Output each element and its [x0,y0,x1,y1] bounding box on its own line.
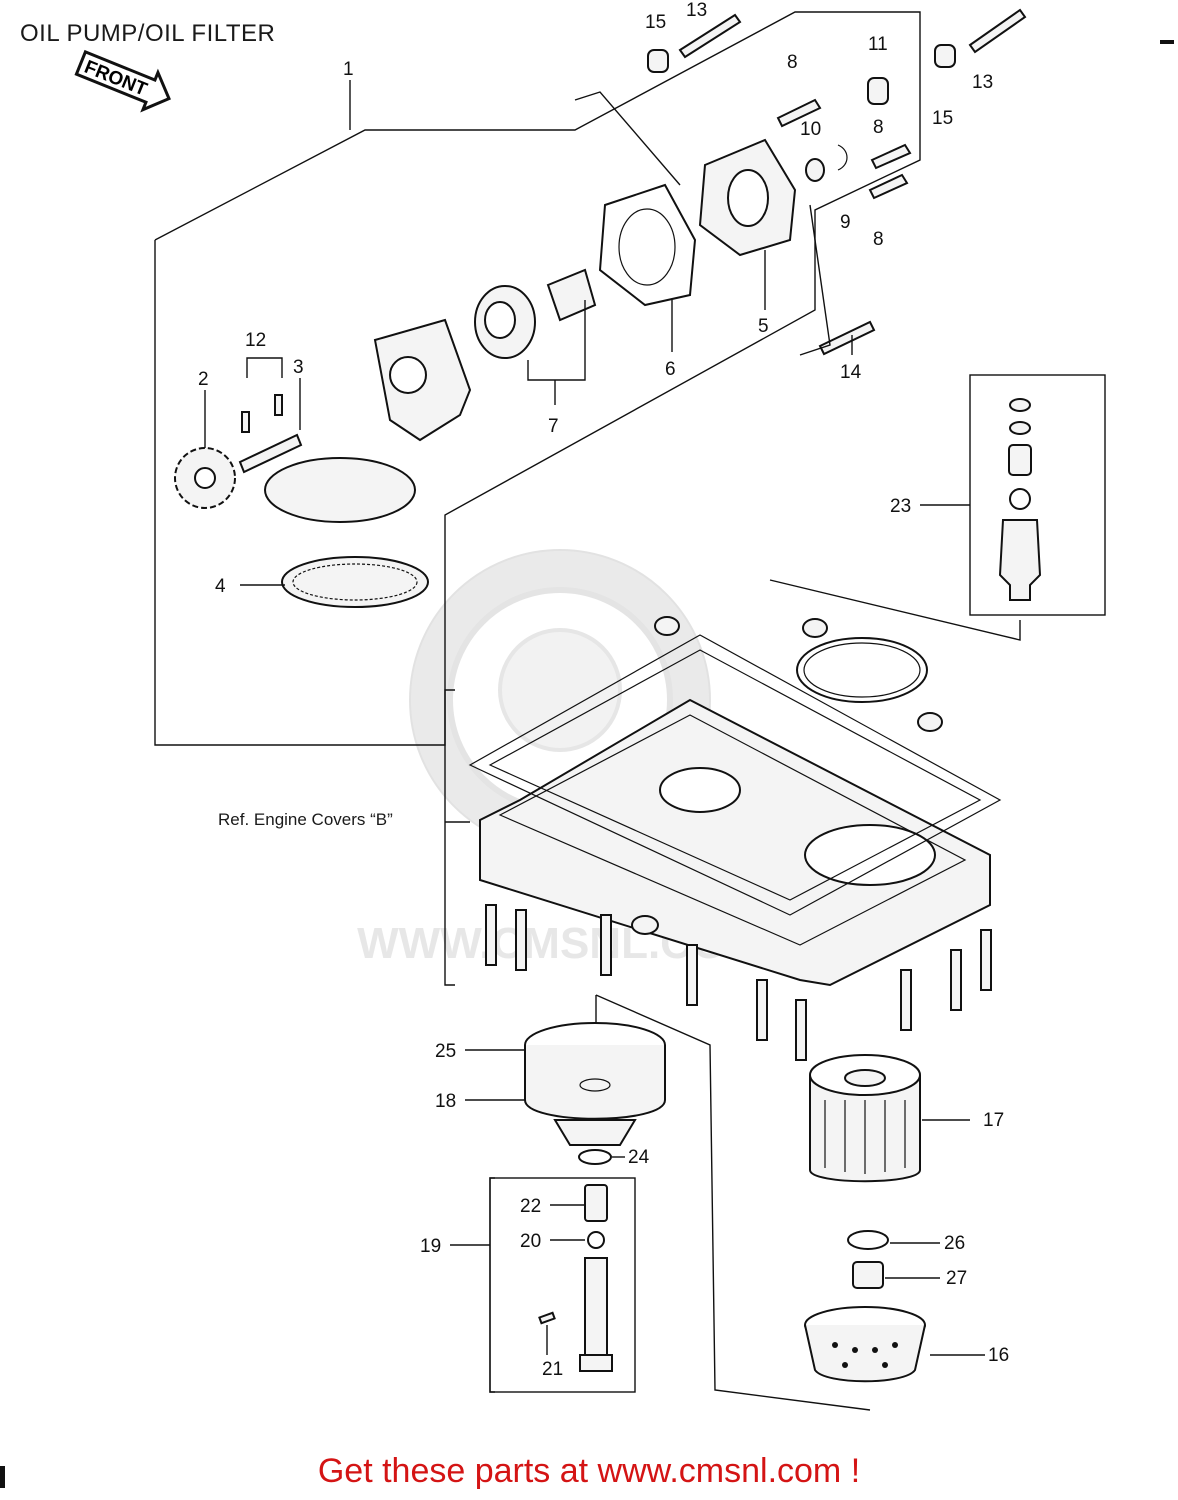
callout-3: 3 [293,357,304,378]
callout-17: 17 [983,1110,1004,1131]
callout-16: 16 [988,1345,1009,1366]
pump-washers-and-collars [647,44,956,182]
pump-assembly-outline [154,11,921,746]
callout-8b: 8 [873,117,884,138]
callout-2: 2 [198,369,209,390]
callout-15a: 15 [645,12,666,33]
callout-26: 26 [944,1233,965,1254]
relief-valve-parts [998,398,1042,601]
leader-line [574,91,681,186]
callout-18: 18 [435,1091,456,1112]
bypass-valve-bracket [489,1177,495,1393]
pan-plugs [631,616,943,935]
callout-9: 9 [840,212,851,233]
oil-pan [479,698,991,987]
callout-5: 5 [758,316,769,337]
oil-filter-cover [524,1022,666,1146]
front-arrow: FRONT [74,49,171,113]
pump-dowel-pins [241,394,283,433]
leader-line [799,204,831,356]
ref-bracket [444,689,455,986]
pump-rotors [474,268,597,359]
oil-pump-sprocket [174,447,236,509]
oil-filter-element [809,1054,921,1183]
leader-line [769,579,1021,641]
callout-14: 14 [840,362,862,383]
leader-line [595,994,871,1411]
filter-washer-and-spring [847,1230,889,1289]
reference-note: Ref. Engine Covers “B” [218,810,393,829]
pump-shaft [238,433,303,474]
oil-strainer-screen [281,556,429,608]
callout-4: 4 [215,576,226,597]
callout-7: 7 [548,416,559,437]
callout-21: 21 [542,1359,563,1380]
diagram-title: OIL PUMP/OIL FILTER [20,20,276,47]
bypass-valve-box [489,1177,636,1393]
callout-22: 22 [520,1196,541,1217]
callout-25: 25 [435,1041,456,1062]
callout-8c: 8 [873,229,884,250]
callout-8a: 8 [787,52,798,73]
o-ring-small [578,1149,612,1165]
bypass-valve-parts [538,1184,613,1372]
callout-leaders [204,250,985,1356]
callout-19: 19 [420,1236,441,1257]
relief-valve-box [969,374,1106,616]
oil-pump-body [264,318,472,523]
callout-15b: 15 [932,108,953,129]
callout-numbers: 1 2 3 4 5 6 7 8 8 8 9 10 11 12 13 13 14 … [198,0,1009,1380]
callout-6: 6 [665,359,676,380]
pump-gasket [598,183,697,307]
oil-pan-gasket [468,634,1002,916]
callout-12: 12 [245,330,266,351]
callout-13b: 13 [972,72,993,93]
callout-1: 1 [343,59,354,80]
callout-24: 24 [628,1147,650,1168]
filter-bypass-cup [804,1306,926,1383]
callout-23: 23 [890,496,911,517]
callout-11: 11 [868,34,888,55]
corner-bar [0,1466,5,1488]
pan-bolts [485,904,992,1061]
pump-cover [698,138,797,257]
corner-mark [1160,40,1174,44]
footer-link[interactable]: Get these parts at www.cmsnl.com ! [317,1452,861,1490]
callout-10: 10 [800,119,821,140]
pump-bolts [678,8,1027,356]
callout-27: 27 [946,1268,967,1289]
callout-20: 20 [520,1231,541,1252]
callout-13a: 13 [686,0,707,21]
filter-o-ring [796,637,928,703]
